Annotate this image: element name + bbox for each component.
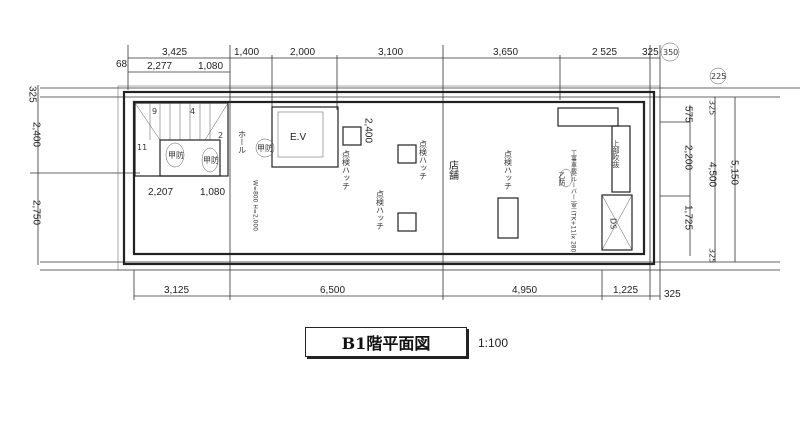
elevator [271, 106, 339, 168]
dim-right-circled: 225 [711, 72, 726, 81]
fire-door-label: 甲防 [203, 155, 219, 165]
hatch-label: 点検ハッチ [376, 190, 385, 230]
dim-right: 1,725 [683, 205, 694, 230]
shop-label: 店舗 [447, 159, 459, 181]
dim-left: 325 [27, 86, 38, 103]
dim-bottom: 3,125 [164, 285, 189, 296]
dim-bottom: 1,225 [613, 285, 638, 296]
stair [134, 102, 229, 177]
dim-top: 68 [116, 59, 128, 70]
dim-right: 325 [708, 100, 717, 115]
elevator-label: E.V [290, 132, 306, 143]
hatch-4 [497, 197, 519, 239]
hatch-1 [342, 126, 362, 146]
void [611, 125, 631, 193]
hall-label: ホール [238, 130, 247, 154]
dim-right: 4,500 [707, 162, 718, 187]
dim-inner: 1,080 [200, 187, 225, 198]
stair-step-4: 4 [190, 107, 195, 116]
ds-label: DS [609, 218, 618, 229]
dim-top: 2,000 [290, 47, 315, 58]
stair-step-9: 9 [152, 107, 157, 116]
hatch-2 [397, 144, 417, 164]
dim-top: 1,400 [234, 47, 259, 58]
door-spec: W=800 H=2,000 [252, 180, 259, 231]
outer-wall [122, 90, 656, 266]
drawing-title: B1階平面図 [305, 327, 467, 357]
dim-bottom: 6,500 [320, 285, 345, 296]
hatch-label: 点検ハッチ [342, 150, 351, 190]
dim-inner: 2,207 [148, 187, 173, 198]
dim-bottom: 4,950 [512, 285, 537, 296]
dimension-lines [30, 45, 800, 300]
dim-top: 1,080 [198, 61, 223, 72]
drawing-scale: 1:100 [478, 336, 509, 350]
dim-top: 3,650 [493, 47, 518, 58]
dim-top: 2 525 [592, 47, 617, 58]
dim-top: 325 [642, 47, 659, 58]
hatch-3 [397, 212, 417, 232]
dim-top-circled: 350 [663, 48, 678, 57]
fire-door-label: 甲防 [257, 143, 273, 153]
dim-right: 575 [683, 106, 694, 123]
shutter-note: 工事車載(ルーバー)室 (TK+11)x 280 [570, 150, 577, 253]
dim-inner: 2,400 [363, 118, 374, 143]
dim-right: 2,200 [683, 145, 694, 170]
stair-step-2: 2 [218, 131, 223, 140]
fire-door-label: 甲防 [168, 150, 184, 160]
dim-right: 5,150 [729, 160, 740, 185]
dim-left: 2,750 [31, 200, 42, 225]
void-label: 上部吹抜 [612, 139, 620, 169]
dim-top: 3,100 [378, 47, 403, 58]
stair-step-11: 11 [137, 143, 147, 152]
dim-top: 3,425 [162, 47, 187, 58]
hatch-label: 点検ハッチ [504, 150, 513, 190]
dim-top: 2,277 [147, 61, 172, 72]
fire-door-label: 乙防 [558, 172, 566, 187]
dim-right: 325 [708, 248, 717, 263]
dim-left: 2,400 [31, 122, 42, 147]
ds-shaft [601, 194, 633, 251]
dim-bottom: 325 [664, 289, 681, 300]
hatch-label: 点検ハッチ [419, 140, 428, 180]
